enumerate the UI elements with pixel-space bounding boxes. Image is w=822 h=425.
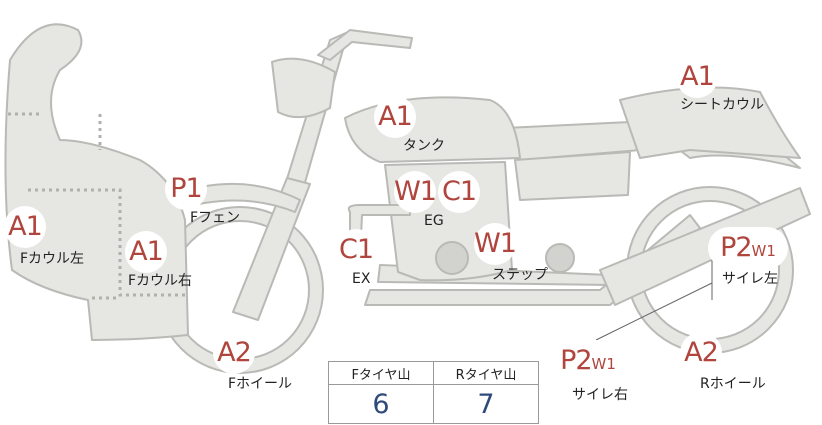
- label-muffler-right: サイレ右: [572, 387, 628, 403]
- grade-f-cowl-left: A1: [4, 206, 46, 248]
- grade-muffler-right-p: P2: [560, 345, 592, 376]
- label-r-wheel: Rホイール: [700, 376, 766, 392]
- handlebar-shape: [317, 29, 413, 61]
- label-f-cowl-left: Fカウル左: [20, 251, 85, 267]
- grade-step: W1: [474, 223, 517, 265]
- grade-eg-c: C1: [438, 171, 480, 213]
- label-step: ステップ: [492, 267, 548, 283]
- label-tank: タンク: [403, 138, 445, 154]
- grade-muffler-left-p: P2: [720, 232, 752, 263]
- grade-f-wheel: A2: [213, 332, 255, 374]
- label-f-fender: Fフェン: [190, 210, 241, 226]
- grade-f-fender: P1: [165, 168, 207, 210]
- label-eg: EG: [424, 213, 444, 229]
- label-ex: EX: [352, 271, 371, 287]
- grade-ex: C1: [335, 229, 377, 271]
- seat-cowl-shape: [619, 86, 801, 159]
- tire-tread-value-row: 6 7: [328, 384, 539, 424]
- muffler-shape: [599, 187, 811, 306]
- grade-eg-w: W1: [394, 171, 437, 213]
- label-seat-cowl: シートカウル: [680, 97, 764, 113]
- label-f-wheel: Fホイール: [228, 376, 293, 392]
- grade-muffler-right: P2W1: [548, 340, 628, 382]
- grade-muffler-right-w: W1: [591, 355, 616, 373]
- headlight-shape: [271, 57, 336, 119]
- tire-tread-value-rear: 7: [433, 384, 539, 424]
- tire-tread-header-rear: Rタイヤ山: [433, 361, 539, 385]
- tire-tread-value-front: 6: [328, 384, 434, 424]
- grade-muffler-left: P2W1: [708, 227, 788, 269]
- label-f-cowl-right: Fカウル右: [128, 273, 193, 289]
- tire-tread-header-row: Fタイヤ山 Rタイヤ山: [328, 361, 539, 385]
- grade-tank: A1: [374, 96, 416, 138]
- label-muffler-left: サイレ左: [722, 271, 778, 287]
- tire-tread-table: Fタイヤ山 Rタイヤ山 6 7: [328, 361, 539, 424]
- front-cowl-shape: [4, 23, 189, 341]
- grade-f-cowl-right: A1: [125, 231, 167, 273]
- grade-r-wheel: A2: [680, 332, 722, 374]
- grade-seat-cowl: A1: [676, 56, 718, 98]
- tire-tread-header-front: Fタイヤ山: [328, 361, 434, 385]
- grade-muffler-left-w: W1: [751, 242, 776, 260]
